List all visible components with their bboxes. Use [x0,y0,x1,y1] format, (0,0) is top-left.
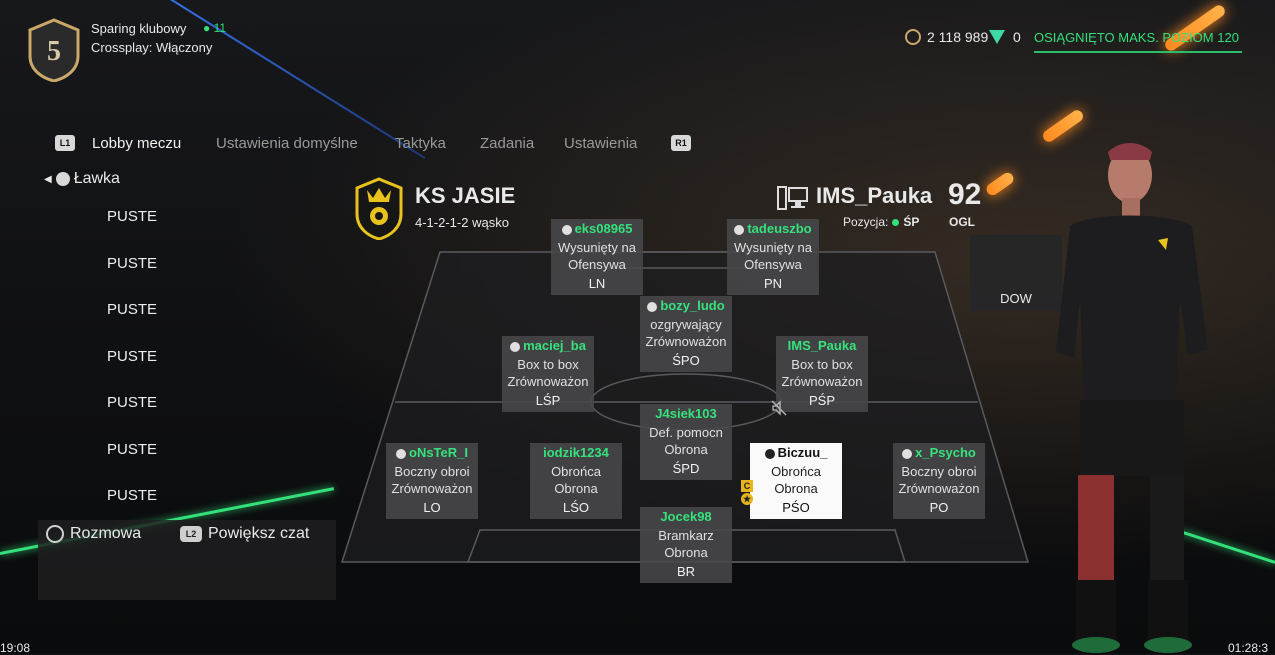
expand-chat-button[interactable]: L2 Powiększ czat [180,525,309,543]
club-name: KS JASIE [415,183,516,208]
star-badge-icon: ★ [741,493,753,505]
dow-slot[interactable]: DOW [970,235,1062,311]
player-avatar-image: 17 [1056,143,1208,653]
overall-label: OGL [949,215,975,229]
player-name: IMS_Pauka [816,183,933,208]
player-overall: 92 [948,178,982,211]
ps-user-icon [902,448,913,459]
ps-user-icon [396,448,406,459]
ps-user-icon [764,448,775,459]
ps-user-icon [734,224,745,235]
coin-icon [905,29,921,45]
bench-slot[interactable]: PUSTE [107,487,158,504]
player-position: Pozycja:ŚP [843,215,920,229]
tab-default-settings[interactable]: Ustawienia domyślne [216,135,358,152]
bench-slot[interactable]: PUSTE [107,255,158,272]
formation-label: 4-1-2-1-2 wąsko [415,215,509,230]
timer-left: 19:08 [0,641,31,655]
coins-balance: 2 118 989 [905,29,988,45]
l2-button-icon: L2 [180,526,202,542]
points-icon [989,30,1005,44]
muted-speaker-icon[interactable] [771,400,787,416]
svg-text:5: 5 [47,36,61,67]
ps-user-icon [647,301,658,312]
club-crest-icon [355,177,403,240]
bench-slot[interactable]: PUSTE [107,301,158,318]
bench-slot[interactable]: PUSTE [107,348,158,365]
game-mode-label: Sparing klubowy [91,21,187,36]
timer-right: 01:28:3 [1228,641,1269,655]
captain-badge-icon: C [741,480,753,492]
max-level-banner: OSIĄGNIĘTO MAKS. POZIOM 120 [1034,30,1242,53]
pc-platform-icon [777,186,808,210]
bench-slot[interactable]: PUSTE [107,394,158,411]
points-balance: 0 [989,29,1021,45]
person-icon: ● [203,21,214,35]
level-badge-icon: 5 [28,18,80,82]
r1-button-icon[interactable]: R1 [671,135,691,151]
tab-lobby[interactable]: Lobby meczu [92,135,182,152]
talk-button[interactable]: Rozmowa [46,525,141,543]
triangle-button-icon [46,525,64,543]
tab-tactics[interactable]: Taktyka [395,135,446,152]
players-count: ● 11 [203,21,227,35]
bench-header[interactable]: ◀ Ławka [44,170,120,187]
crossplay-status: Crossplay: Włączony [91,40,213,55]
bench-slot[interactable]: PUSTE [107,441,158,458]
ps-user-icon [561,224,572,235]
bench-slot[interactable]: PUSTE [107,208,158,225]
tab-tasks[interactable]: Zadania [480,135,535,152]
ps-user-icon [510,341,521,352]
l1-button-icon[interactable]: L1 [55,135,75,151]
l3-button-icon [55,172,70,186]
tab-settings[interactable]: Ustawienia [564,135,638,152]
status-dot-icon [892,219,900,226]
chevron-left-icon: ◀ [44,173,52,185]
